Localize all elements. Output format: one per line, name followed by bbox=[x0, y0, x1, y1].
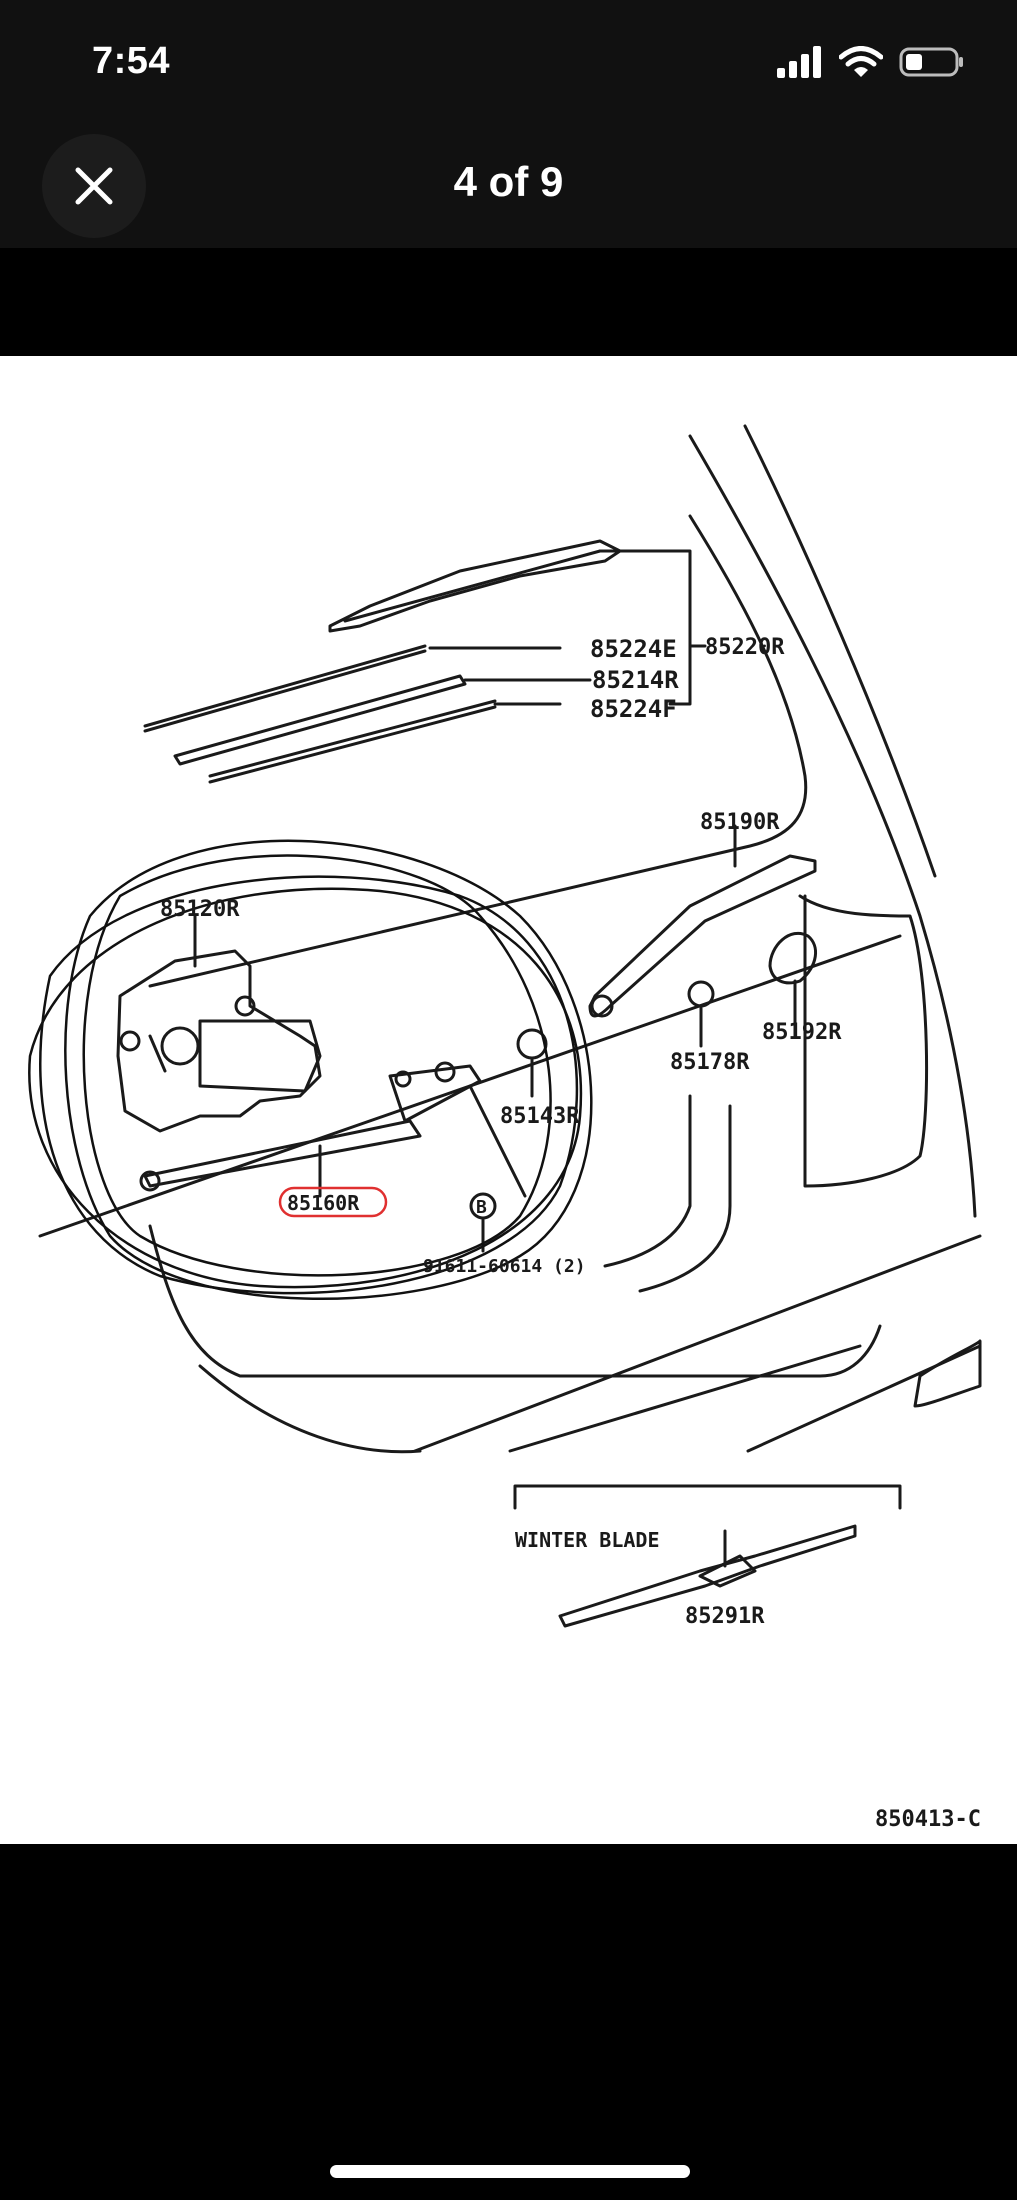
close-button[interactable] bbox=[42, 134, 146, 238]
label-bolt-b: B bbox=[476, 1197, 487, 1218]
close-icon bbox=[75, 167, 113, 205]
wiper-parts-diagram: 85220R 85224E 85214R 85224F 85190R 85120… bbox=[28, 424, 982, 1832]
wiper-blade bbox=[328, 539, 622, 633]
status-time: 7:54 bbox=[92, 40, 171, 82]
label-85224F: 85224F bbox=[590, 695, 677, 723]
handdrawn-circles bbox=[28, 839, 593, 1300]
label-85178R: 85178R bbox=[670, 1050, 750, 1075]
tailgate-outline bbox=[688, 434, 977, 1218]
cellular-signal-icon bbox=[777, 46, 821, 78]
wiper-arm bbox=[588, 854, 817, 1018]
home-indicator[interactable] bbox=[330, 2165, 690, 2178]
viewer-nav-bar: 4 of 9 bbox=[0, 130, 1017, 248]
viewer-background bbox=[0, 248, 1017, 356]
image-counter: 4 of 9 bbox=[453, 158, 564, 205]
battery-icon bbox=[899, 47, 963, 77]
status-icons bbox=[777, 46, 965, 78]
label-winter-blade: WINTER BLADE bbox=[515, 1528, 660, 1552]
figure-code: 850413-C bbox=[875, 1807, 981, 1832]
label-91611: 91611-60614 (2) bbox=[423, 1256, 586, 1277]
highlighted-part-outline bbox=[278, 1186, 388, 1218]
label-85291R: 85291R bbox=[685, 1604, 765, 1629]
label-85190R: 85190R bbox=[700, 810, 780, 835]
label-85192R: 85192R bbox=[762, 1020, 842, 1045]
label-85120R: 85120R bbox=[160, 897, 240, 922]
label-85220R: 85220R bbox=[705, 635, 785, 660]
label-85214R: 85214R bbox=[592, 666, 679, 694]
label-85160R: 85160R bbox=[287, 1191, 360, 1215]
wifi-icon bbox=[839, 46, 883, 77]
photo-view[interactable]: 85220R 85224E 85214R 85224F 85190R 85120… bbox=[0, 356, 1017, 1844]
label-85143R: 85143R bbox=[500, 1104, 580, 1129]
status-bar: 7:54 bbox=[0, 0, 1017, 130]
wiper-motor bbox=[116, 949, 322, 1133]
label-85224E: 85224E bbox=[590, 635, 677, 663]
